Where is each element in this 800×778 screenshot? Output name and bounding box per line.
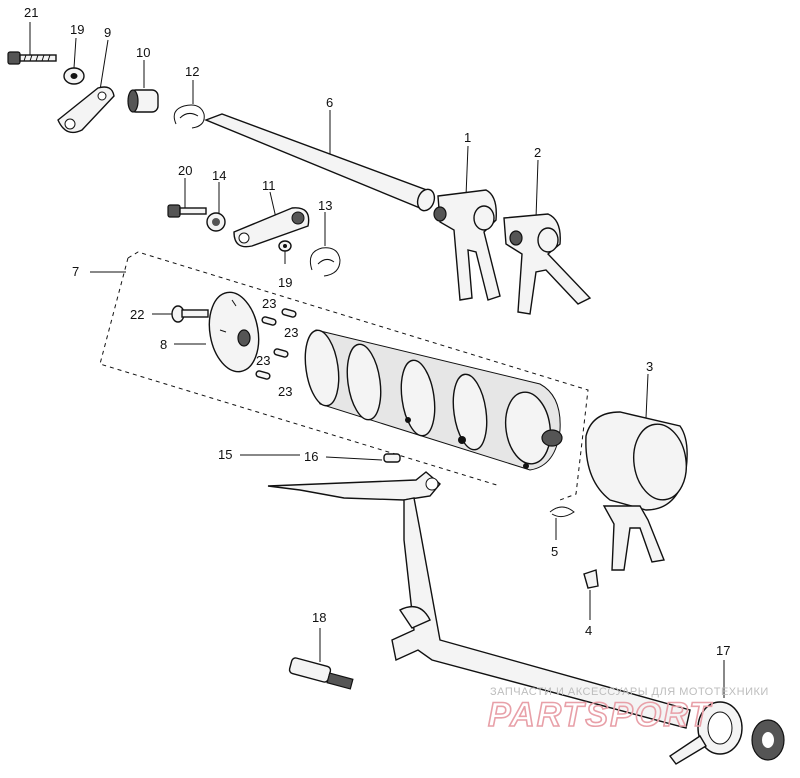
callout-23d: 23 <box>278 384 292 399</box>
callout-5: 5 <box>551 544 558 559</box>
stopper-arm-11 <box>233 207 310 248</box>
shift-drum <box>304 329 563 471</box>
pin-16 <box>383 453 401 463</box>
watermark: ЗАПЧАСТИ И АКСЕССУАРЫ ДЛЯ МОТОТЕХНИКИ PA… <box>487 686 769 735</box>
bolt-22 <box>171 305 209 323</box>
watermark-caption: ЗАПЧАСТИ И АКСЕССУАРЫ ДЛЯ МОТОТЕХНИКИ <box>490 686 769 698</box>
shift-fork-1 <box>433 189 501 301</box>
shift-fork-2 <box>503 213 592 315</box>
callout-6: 6 <box>326 95 333 110</box>
drum-assembly-7-outline <box>99 251 589 501</box>
callout-10: 10 <box>136 45 150 60</box>
spring-13 <box>309 247 341 277</box>
cam-plate-8 <box>208 291 260 373</box>
callout-23b: 23 <box>284 325 298 340</box>
leader-lines <box>29 22 725 698</box>
callout-14: 14 <box>212 168 226 183</box>
spring-12 <box>173 104 205 129</box>
callout-7: 7 <box>72 264 79 279</box>
shift-arm-15 <box>267 471 441 501</box>
callout-15: 15 <box>218 447 232 462</box>
callout-labels: 21 19 9 10 12 6 20 14 11 13 19 1 2 7 22 … <box>24 5 730 658</box>
drum-cover-3 <box>585 411 688 571</box>
callout-3: 3 <box>646 359 653 374</box>
callout-13: 13 <box>318 198 332 213</box>
callout-18: 18 <box>312 610 326 625</box>
callout-17: 17 <box>716 643 730 658</box>
callout-1: 1 <box>464 130 471 145</box>
collar-10 <box>127 89 159 113</box>
collar-14 <box>206 212 226 232</box>
bolt-20 <box>167 204 207 218</box>
fork-shaft-6 <box>204 113 436 212</box>
return-spring-17 <box>668 701 785 765</box>
callout-23c: 23 <box>256 353 270 368</box>
callout-4: 4 <box>585 623 592 638</box>
pin-4 <box>583 569 599 589</box>
washer-19-lower <box>278 240 292 252</box>
pins-23 <box>255 308 297 380</box>
callout-8: 8 <box>160 337 167 352</box>
callout-20: 20 <box>178 163 192 178</box>
callout-19b: 19 <box>278 275 292 290</box>
callout-19: 19 <box>70 22 84 37</box>
callout-21: 21 <box>24 5 38 20</box>
bolt-21 <box>7 51 57 65</box>
pin-18 <box>288 657 354 690</box>
watermark-logo: PARTSPORT <box>488 696 713 734</box>
callout-2: 2 <box>534 145 541 160</box>
callout-11: 11 <box>262 178 276 193</box>
clip-5 <box>549 506 575 518</box>
stopper-plate-9 <box>57 86 115 134</box>
callout-16: 16 <box>304 449 318 464</box>
callout-12: 12 <box>185 64 199 79</box>
callout-22: 22 <box>130 307 144 322</box>
callout-23a: 23 <box>262 296 276 311</box>
washer-19-top <box>63 67 85 85</box>
shift-spindle <box>391 497 691 729</box>
callout-9: 9 <box>104 25 111 40</box>
